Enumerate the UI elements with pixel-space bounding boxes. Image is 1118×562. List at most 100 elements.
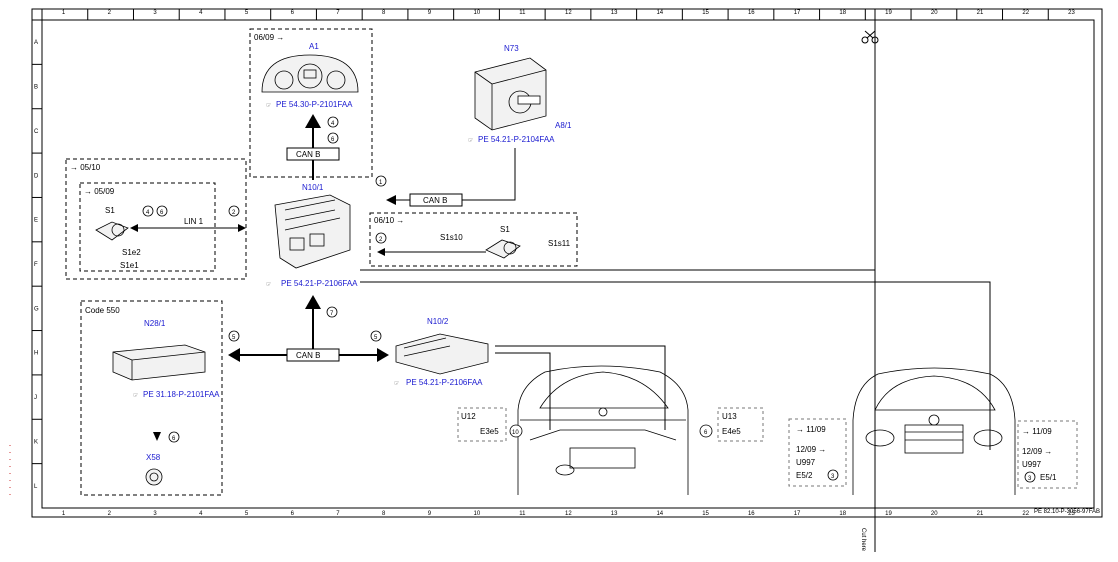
- a1-box: [249, 28, 373, 178]
- wire-n10-2-left: [495, 352, 551, 430]
- can-top-box: [286, 147, 340, 161]
- rear-circle-10-text: 10: [512, 430, 519, 436]
- u12-label: U12: [461, 412, 476, 421]
- grid-column-label: 1: [62, 511, 66, 517]
- grid-column-label: 23: [1068, 10, 1075, 16]
- grid-column-label: 12: [565, 10, 572, 16]
- s1-left-circle-4-text: 4: [146, 210, 150, 216]
- instrument-cluster-icon: [261, 54, 359, 93]
- grid-column-label: 6: [291, 10, 295, 16]
- front-right-circle: [1024, 471, 1036, 483]
- grid-column-label: 6: [291, 511, 295, 517]
- wire-n10-2-right: [495, 345, 666, 430]
- can-mid-label: CAN B: [423, 196, 447, 205]
- e4e5-label: E4e5: [722, 427, 741, 436]
- e3e5-label: E3e5: [480, 427, 499, 436]
- wire-n10-1-to-right-lamp: [360, 281, 991, 450]
- grid-column-label: 8: [382, 511, 386, 517]
- s1s10-label: S1s10: [440, 233, 463, 242]
- a81-label: A8/1: [555, 121, 572, 130]
- can-top-arrow: [305, 114, 321, 128]
- grid-column-label: 2: [108, 10, 112, 16]
- grid-column-label: 22: [1022, 10, 1029, 16]
- x58-arrow: [153, 432, 161, 441]
- grid-column-label: 23: [1068, 511, 1075, 517]
- s1-right-date: 06/10 →: [374, 216, 404, 225]
- can-circle-7: [326, 306, 338, 318]
- grid-row-label: C: [34, 129, 39, 135]
- grid-column-label: 17: [794, 10, 801, 16]
- front-right-code: U997: [1022, 460, 1042, 469]
- grid-column-label: 1: [62, 10, 66, 16]
- n10-2-ref: PE 54.21-P-2106FAA: [406, 378, 483, 387]
- switch-s1-right-icon: [485, 239, 521, 259]
- front-left-circle: [827, 469, 839, 481]
- a1-ref-icon: ☞: [266, 103, 271, 109]
- grid-row-label: D: [34, 173, 39, 179]
- n28-1-label: N28/1: [144, 319, 166, 328]
- grid-column-label: 18: [839, 10, 846, 16]
- lin1-circle-2-text: 2: [232, 210, 236, 216]
- n10-1-label: N10/1: [302, 183, 324, 192]
- grid-row-label: F: [34, 262, 38, 268]
- s1-right-box: [369, 212, 578, 267]
- rear-car-illustration: [517, 365, 689, 495]
- front-left-name: E5/2: [796, 471, 813, 480]
- grid-row-label: H: [34, 351, 38, 357]
- lin1-arrow-right: [238, 224, 246, 232]
- grid-column-label: 3: [153, 511, 157, 517]
- switch-s1-left-icon: [95, 221, 129, 241]
- grid-column-label: 18: [839, 511, 846, 517]
- a1-ref: PE 54.30-P-2101FAA: [276, 100, 353, 109]
- s1-left-outer-date: → 05/10: [70, 163, 101, 172]
- a1-circle-6-text: 6: [331, 137, 335, 143]
- n10-2-label: N10/2: [427, 317, 449, 326]
- s1-left-circle-6-text: 6: [160, 210, 164, 216]
- grid-column-label: 12: [565, 511, 572, 517]
- front-left-date: → 11/09: [796, 425, 826, 434]
- can-bottom-label: CAN B: [296, 351, 320, 360]
- grid-labels: 1122334455667788991010111112121313141415…: [32, 9, 1075, 517]
- x58-circle-text: 6: [172, 436, 176, 442]
- a1-circle-6: [327, 132, 339, 144]
- socket-icon: [145, 468, 163, 486]
- grid-row-label: G: [34, 306, 39, 312]
- grid-row-label: E: [34, 218, 38, 224]
- can-top-label: CAN B: [296, 150, 320, 159]
- scissors-icon: [861, 30, 879, 44]
- lin1-arrow-left: [130, 224, 138, 232]
- front-left-date2: 12/09 →: [796, 445, 826, 454]
- a1-circle-4-text: 4: [331, 121, 335, 127]
- grid-column-label: 13: [611, 10, 618, 16]
- grid-column-label: 7: [336, 511, 340, 517]
- grid-column-label: 21: [977, 511, 984, 517]
- s1-right-circle-2: [375, 232, 387, 244]
- cut-label: Cut here: [860, 528, 866, 552]
- grid-column-label: 15: [702, 10, 709, 16]
- rear-sam-icon: [395, 333, 489, 375]
- rear-circle-6: [699, 424, 713, 438]
- grid-column-label: 3: [153, 10, 157, 16]
- can-mid-box: [409, 193, 463, 207]
- can-circle-1-text: 1: [379, 180, 383, 186]
- can-circle-5-right: [370, 330, 382, 342]
- can-mid-line: [390, 148, 516, 201]
- front-right-circle-text: 3: [1028, 476, 1032, 482]
- outer-frame: [31, 8, 1103, 518]
- front-left-code: U997: [796, 458, 816, 467]
- grid-column-label: 10: [474, 10, 481, 16]
- grid-column-label: 22: [1022, 511, 1029, 517]
- n73-ref: PE 54.21-P-2104FAA: [478, 135, 555, 144]
- lin1-label: LIN 1: [184, 217, 204, 226]
- rear-circle-10: [509, 424, 523, 438]
- s1-left-inner-date: → 05/09: [84, 187, 115, 196]
- grid-column-label: 16: [748, 511, 755, 517]
- grid-column-label: 11: [519, 10, 526, 16]
- a1-date: 06/09 →: [254, 33, 284, 42]
- front-car-illustration: [852, 367, 1016, 495]
- grid-row-label: L: [34, 484, 38, 490]
- front-right-date: → 11/09: [1022, 427, 1052, 436]
- grid-column-label: 19: [885, 10, 892, 16]
- can-circle-7-text: 7: [330, 311, 334, 317]
- inner-frame: [41, 19, 1095, 509]
